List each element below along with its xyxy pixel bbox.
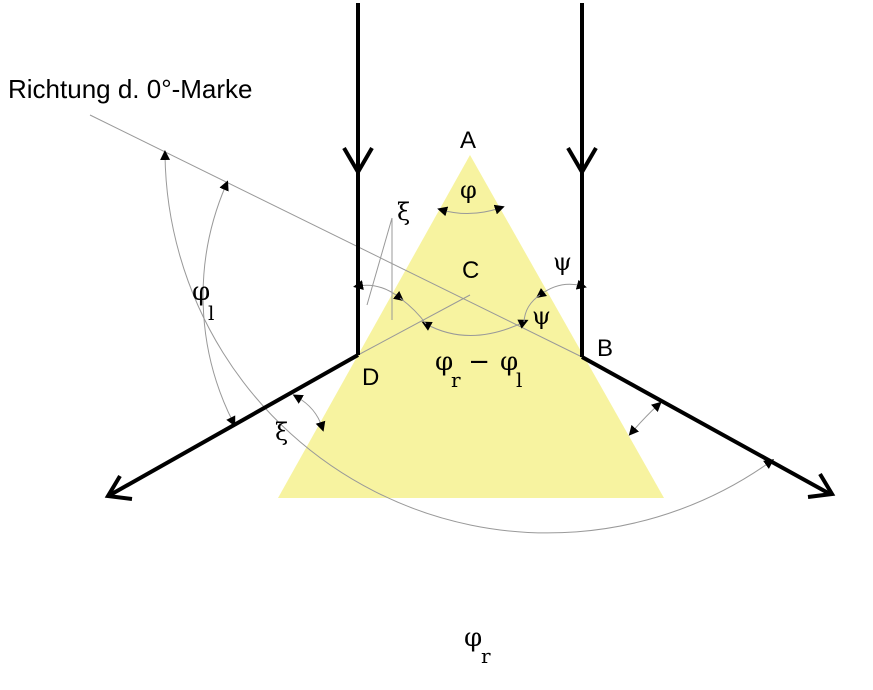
point-a-label: A — [460, 127, 476, 154]
psi-inner-label: ψ — [532, 302, 551, 330]
right-exit-arc — [628, 401, 662, 436]
difference-first-symbol: φ — [435, 347, 453, 377]
psi-outer-label: ψ — [553, 248, 572, 276]
xi-upper-arc — [353, 280, 404, 302]
difference-second-subscript: l — [516, 368, 522, 392]
phi-r-subscript: r — [481, 644, 491, 668]
difference-arc — [421, 319, 529, 336]
direction-label: Richtung d. 0°-Marke — [8, 74, 253, 104]
reflected-arrow-right — [807, 472, 836, 499]
phi-apex-label: φ — [460, 176, 477, 204]
point-b-label: B — [597, 335, 613, 362]
point-c-label: C — [462, 257, 479, 284]
phi-r-arc — [160, 150, 775, 534]
incoming-arrow-left — [342, 146, 374, 176]
phi-l-symbol: φ — [192, 277, 210, 307]
xi-upper-arc-2 — [399, 297, 427, 325]
reflected-beam-right — [581, 355, 831, 496]
prism — [278, 155, 664, 498]
reflected-arrow-left — [104, 474, 133, 501]
psi-outer-arc — [535, 279, 587, 298]
xi-lower-label: ξ — [275, 418, 288, 446]
difference-second-symbol: φ — [500, 347, 518, 377]
point-d-label: D — [362, 364, 379, 391]
psi-inner-arc — [523, 294, 541, 323]
phi-l-subscript: l — [208, 301, 214, 325]
incoming-arrow-right — [566, 146, 598, 176]
difference-first-subscript: r — [451, 368, 461, 392]
xi-upper-label: ξ — [397, 198, 410, 226]
phi-apex-arc — [437, 204, 505, 217]
phi-r-symbol: φ — [464, 623, 482, 653]
reflected-beam-left — [109, 353, 359, 497]
difference-operator: − — [460, 347, 498, 377]
xi-lower-arc — [292, 394, 326, 432]
